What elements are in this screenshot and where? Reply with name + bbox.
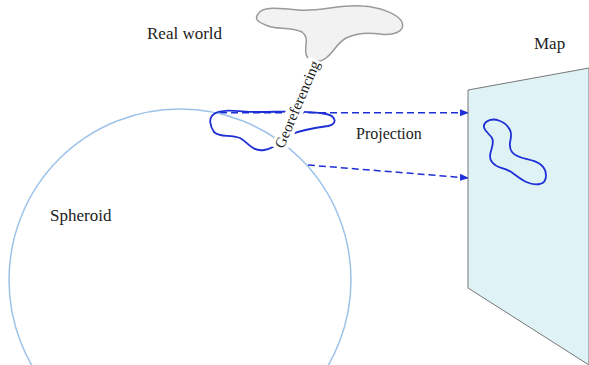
shape-outline	[462, 30, 589, 365]
edge-label: Projection	[354, 125, 424, 143]
edge-label: Georeferencing	[271, 57, 325, 153]
shape-outline	[8, 108, 352, 365]
node-label: Spheroid	[50, 206, 111, 226]
node-label: Map	[534, 34, 565, 54]
spheroid-circle: Spheroid	[8, 108, 352, 365]
node-label: Real world	[147, 24, 222, 44]
real-world-shape: Real world	[140, 0, 408, 68]
dashed-arrow	[308, 165, 468, 178]
map-plane: Map	[462, 30, 589, 365]
